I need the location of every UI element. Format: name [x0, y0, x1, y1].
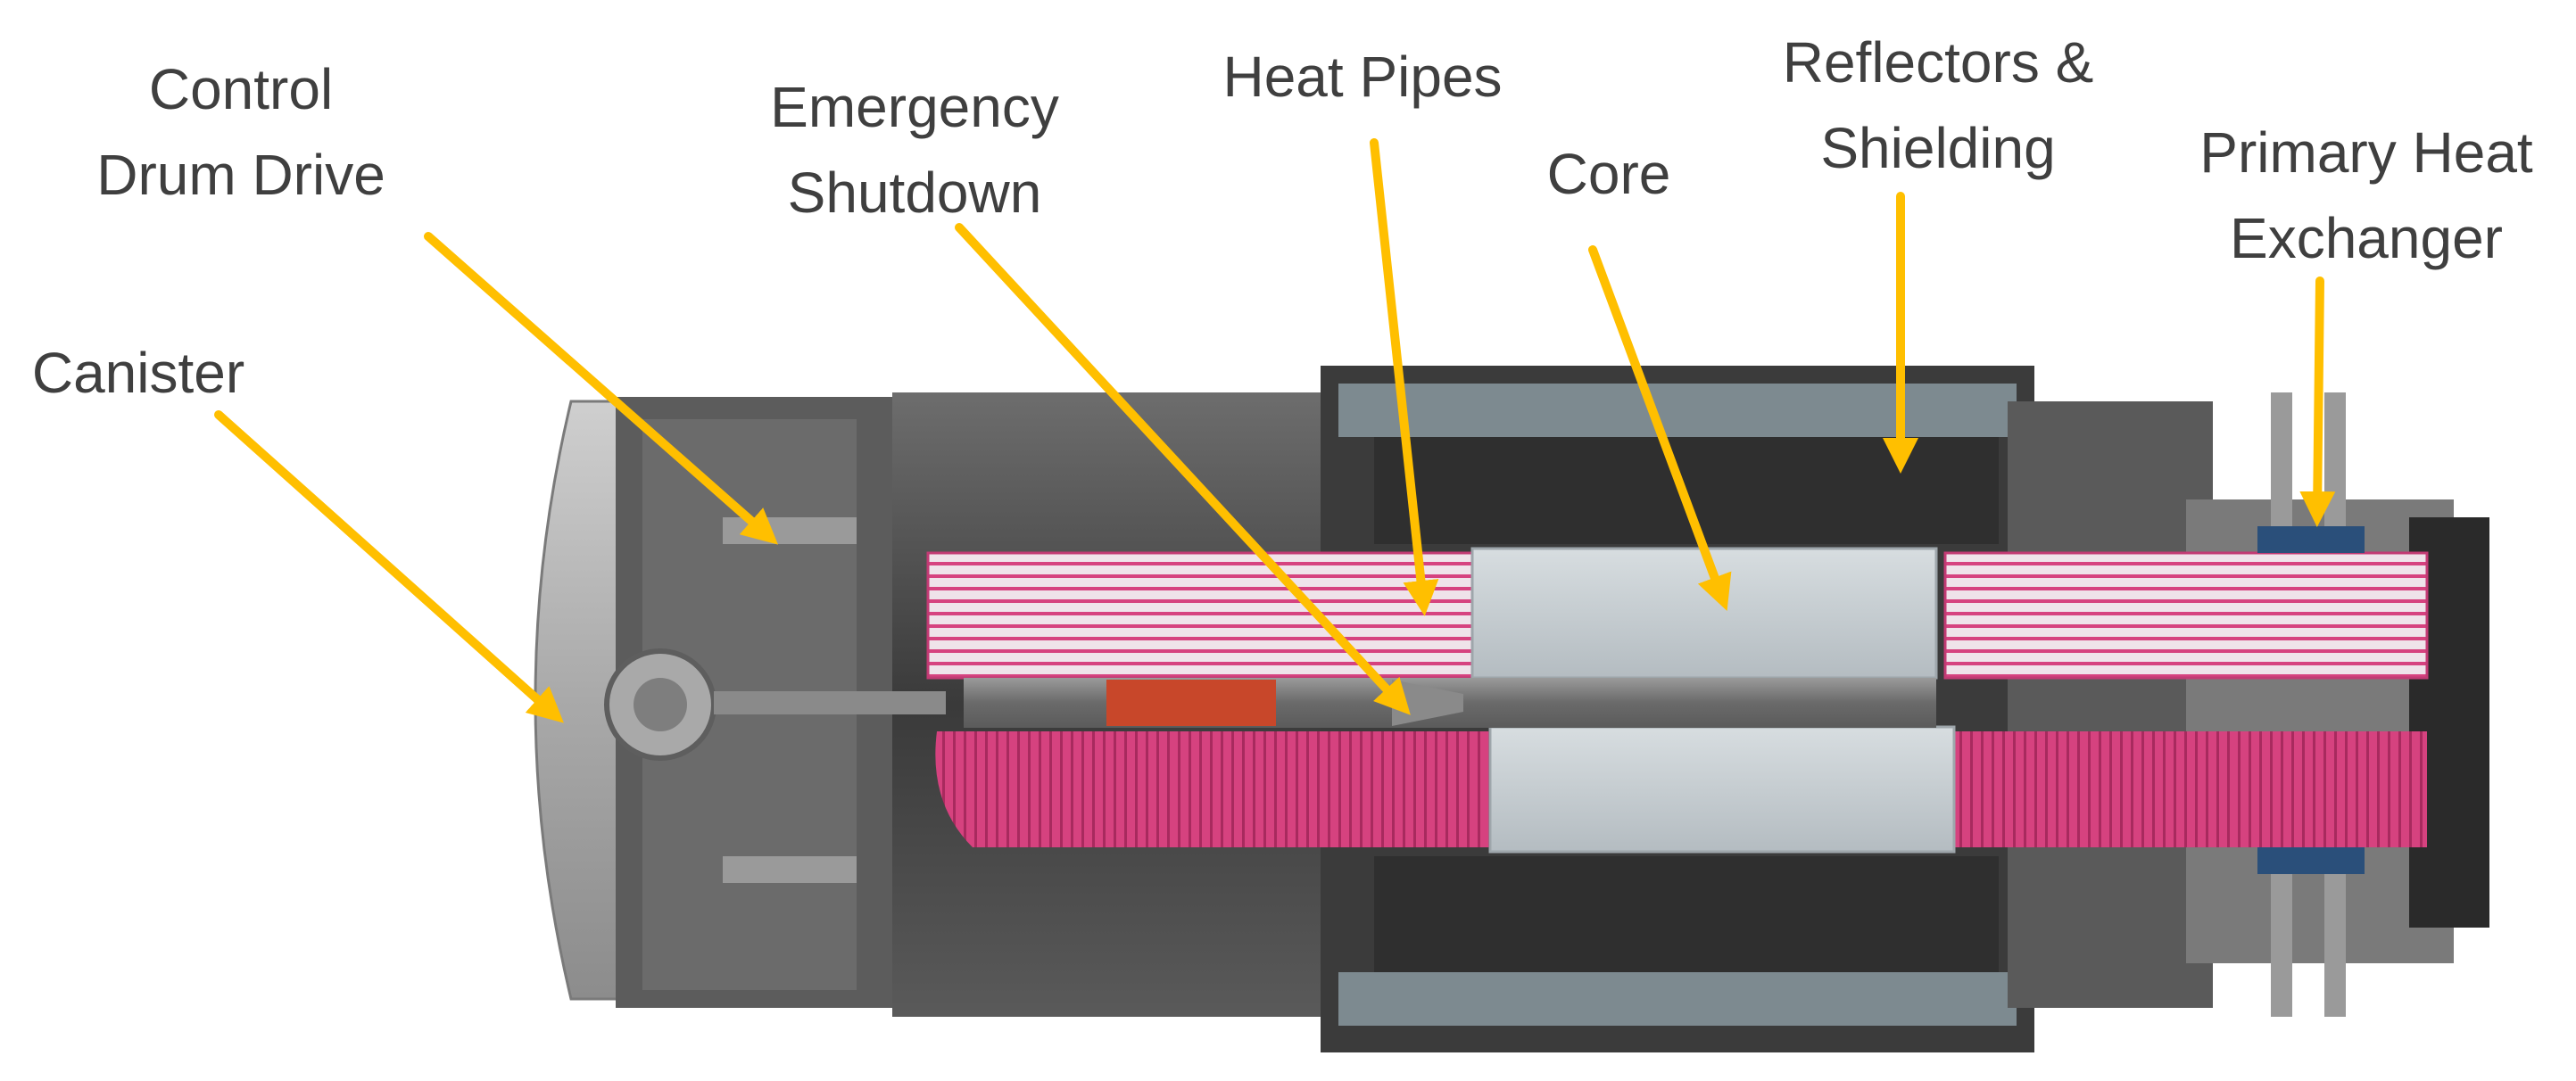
heat-pipes-lower — [935, 731, 2427, 847]
label-canister-text: Canister — [31, 341, 245, 405]
label-reflectors-shielding: Reflectors & Shielding — [1783, 20, 2094, 191]
arrow-control-drum-drive — [424, 232, 779, 545]
core-shape — [1470, 547, 1956, 854]
label-primary-heat-exchanger: Primary Heat Exchanger — [2199, 110, 2532, 281]
arrow-core — [1588, 245, 1732, 611]
label-reflectors-shielding-line1: Reflectors & — [1782, 30, 2094, 95]
label-core-text: Core — [1546, 142, 1671, 206]
label-emergency-shutdown-line2: Shutdown — [787, 161, 1042, 225]
label-control-drum-drive-line1: Control — [148, 57, 334, 121]
control-drum-drive-shape — [604, 517, 946, 883]
emergency-shutdown-rod — [964, 678, 1936, 728]
label-core: Core — [1547, 131, 1671, 217]
arrow-heat-pipes — [1370, 138, 1439, 616]
label-control-drum-drive: Control Drum Drive — [96, 46, 385, 218]
callout-arrows — [214, 138, 2336, 723]
arrow-canister — [214, 410, 564, 723]
label-emergency-shutdown-line1: Emergency — [770, 75, 1059, 139]
label-heat-pipes: Heat Pipes — [1222, 34, 1502, 120]
label-emergency-shutdown: Emergency Shutdown — [770, 64, 1059, 235]
label-heat-pipes-text: Heat Pipes — [1222, 45, 1503, 109]
primary-heat-exchanger-shape — [2257, 392, 2365, 1017]
label-control-drum-drive-line2: Drum Drive — [96, 143, 385, 207]
label-reflectors-shielding-line2: Shielding — [1820, 116, 2056, 180]
arrow-emergency-shutdown — [955, 223, 1411, 715]
label-canister: Canister — [32, 330, 244, 416]
label-primary-heat-exchanger-line1: Primary Heat — [2199, 120, 2533, 185]
label-primary-heat-exchanger-line2: Exchanger — [2230, 206, 2503, 270]
arrow-primary-heat-exchanger — [2299, 276, 2336, 527]
